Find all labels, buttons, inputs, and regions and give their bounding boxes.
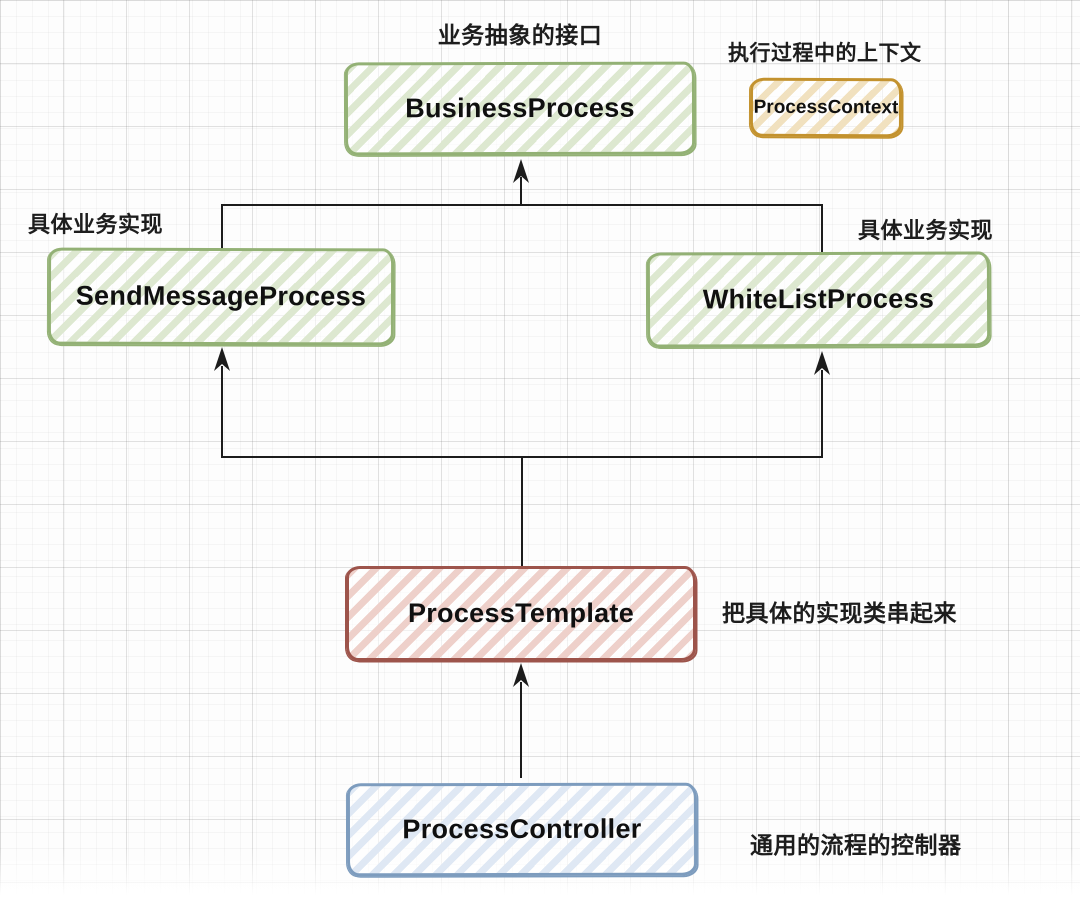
node-process-controller-label: ProcessController [402,813,642,845]
annotation-controller: 通用的流程的控制器 [750,832,962,858]
annotation-template: 把具体的实现类串起来 [722,600,957,626]
arrowhead-send [214,347,230,371]
node-process-controller: ProcessController [346,782,698,877]
edge-impl-bracket [221,204,823,252]
arrowhead-business [513,159,529,183]
annotation-business-interface: 业务抽象的接口 [437,22,603,48]
node-send-message-process: SendMessageProcess [47,247,395,346]
annotation-send-impl: 具体业务实现 [28,212,164,237]
annotation-context: 执行过程中的上下文 [728,42,922,65]
node-send-message-process-label: SendMessageProcess [75,280,367,312]
arrowhead-white [814,351,830,375]
node-process-template-label: ProcessTemplate [407,598,635,628]
node-white-list-process: WhiteListProcess [646,251,991,348]
annotation-white-impl: 具体业务实现 [858,218,994,243]
node-white-list-process-label: WhiteListProcess [702,283,935,315]
arrowhead-template [513,663,529,687]
node-business-process-label: BusinessProcess [405,92,635,124]
node-process-context-label: ProcessContext [753,96,899,118]
node-process-context: ProcessContext [749,77,903,138]
edge-template-bracket [221,366,823,566]
node-process-template: ProcessTemplate [346,566,696,661]
node-business-process: BusinessProcess [344,61,696,156]
